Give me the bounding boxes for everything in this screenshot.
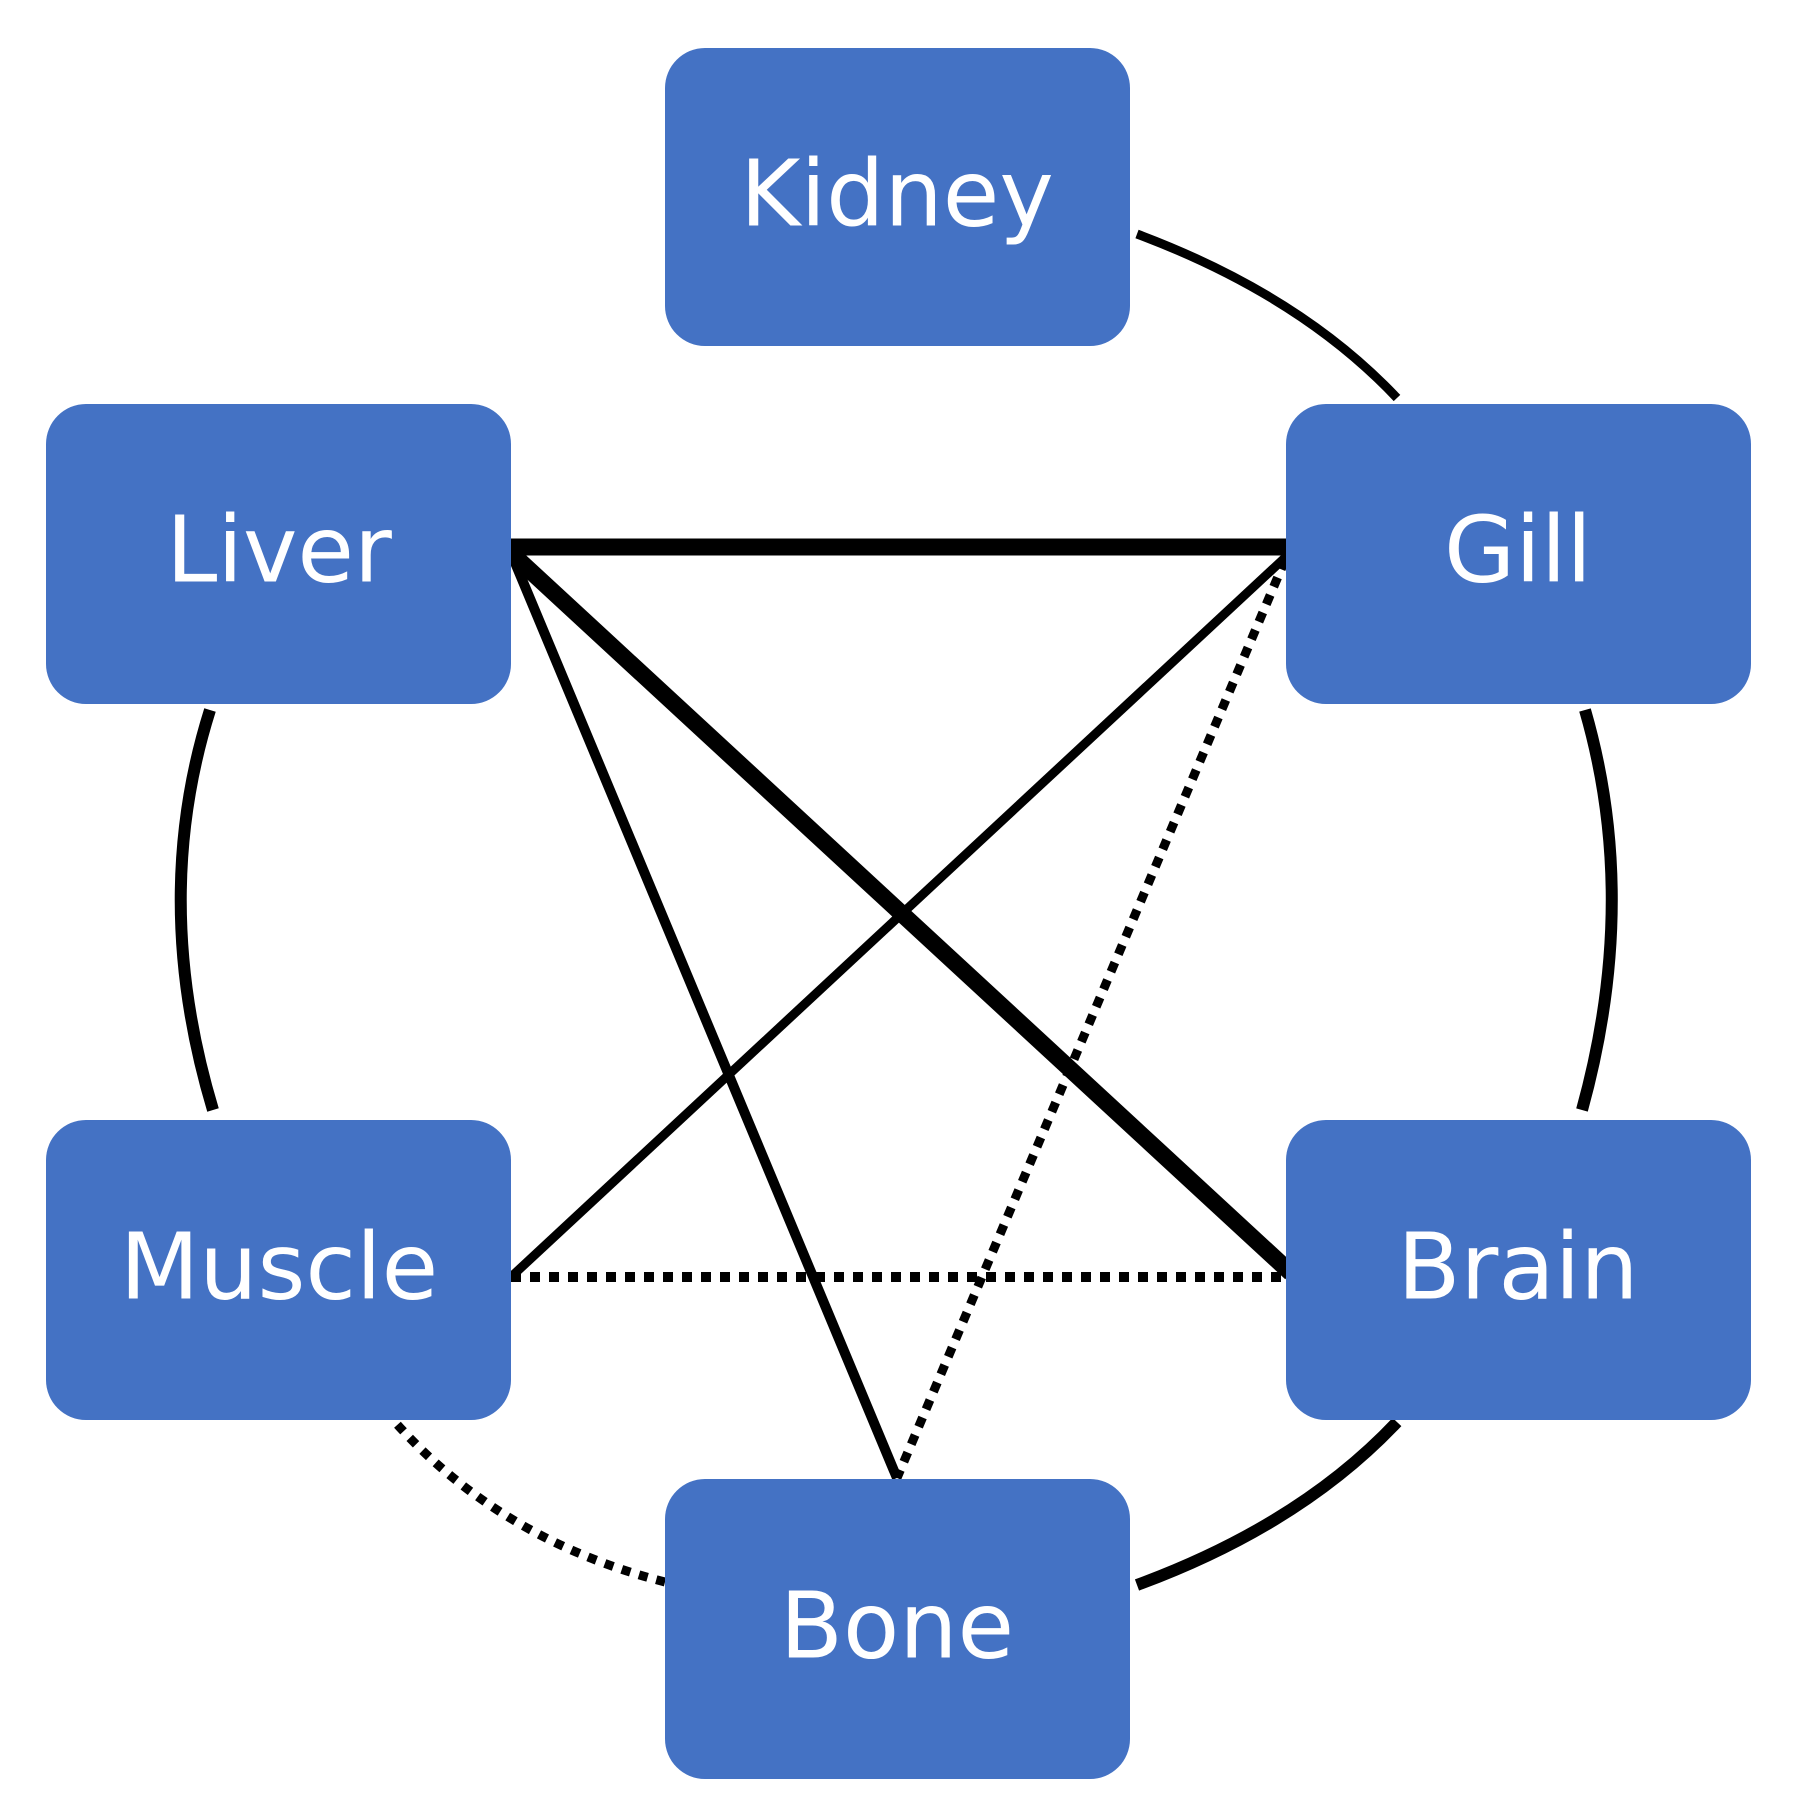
node-label-liver: Liver	[166, 497, 392, 604]
edge-gill-bone	[892, 558, 1290, 1480]
node-label-muscle: Muscle	[120, 1214, 438, 1321]
edge-brain-bone	[1134, 1417, 1402, 1591]
node-brain: Brain	[1286, 1120, 1751, 1420]
edge-bone-muscle	[391, 1419, 667, 1587]
node-liver: Liver	[46, 404, 511, 704]
node-label-gill: Gill	[1444, 497, 1592, 604]
node-label-bone: Bone	[780, 1573, 1014, 1680]
edge-liver-bone	[506, 551, 902, 1480]
node-label-brain: Brain	[1397, 1214, 1638, 1321]
node-muscle: Muscle	[46, 1120, 511, 1420]
node-label-kidney: Kidney	[740, 141, 1054, 248]
node-bone: Bone	[665, 1479, 1130, 1779]
edge-kidney-gill	[1135, 229, 1401, 402]
node-kidney: Kidney	[665, 48, 1130, 346]
node-gill: Gill	[1286, 404, 1751, 704]
edge-muscle-liver	[174, 708, 219, 1112]
edge-gill-muscle	[507, 549, 1294, 1281]
edge-gill-brain	[1576, 708, 1618, 1112]
